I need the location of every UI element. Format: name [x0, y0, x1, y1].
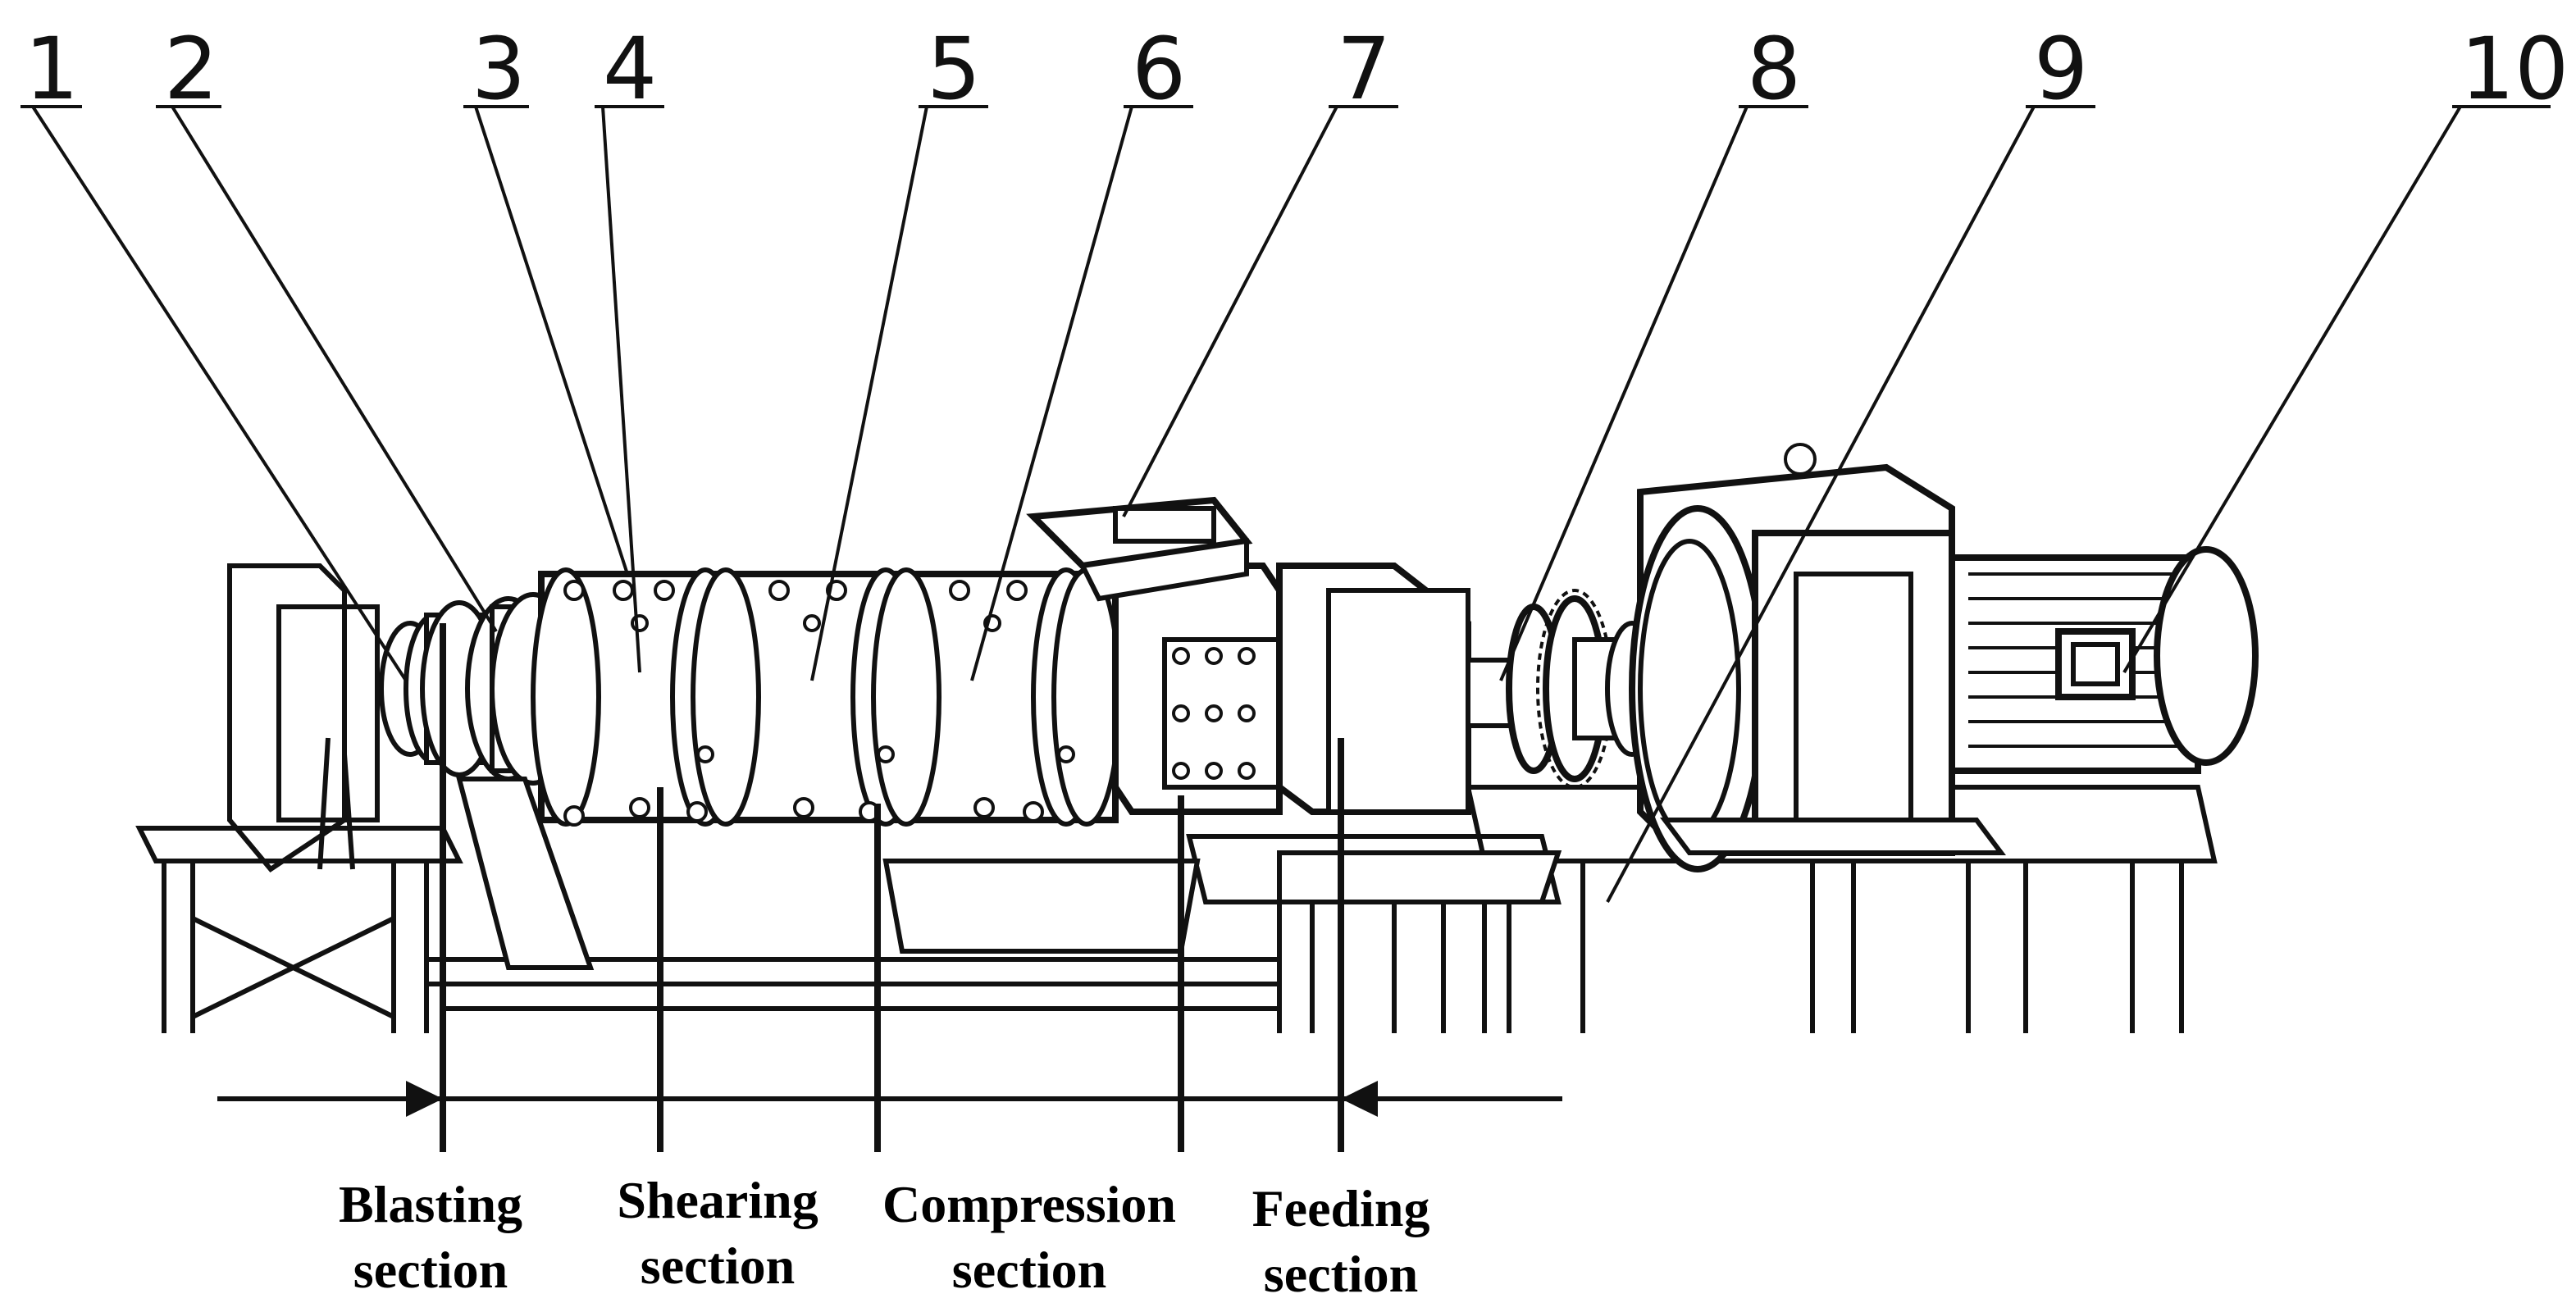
callout-4: 4 [595, 19, 664, 673]
end-plate [227, 563, 380, 872]
arrow-right-icon [406, 1081, 443, 1117]
callout-number: 7 [1337, 19, 1391, 119]
machine-drawing [135, 443, 2259, 1033]
gear-reducer [1629, 443, 2006, 872]
svg-text:Compression: Compression [882, 1175, 1176, 1233]
base-frame [135, 785, 2218, 1033]
callout-3: 3 [463, 19, 629, 575]
callout-number: 5 [927, 19, 981, 119]
callout-1: 1 [21, 19, 408, 682]
svg-text:section: section [353, 1241, 508, 1299]
callout-number: 3 [472, 19, 526, 119]
svg-text:Shearing: Shearing [617, 1171, 818, 1229]
callout-number: 8 [1747, 19, 1801, 119]
callout-number: 2 [164, 19, 218, 119]
arrow-left-icon [1341, 1081, 1378, 1117]
barrel [531, 567, 1122, 827]
svg-text:section: section [1264, 1245, 1418, 1303]
callout-10: 10 [2122, 19, 2569, 674]
callout-9: 9 [1606, 19, 2095, 903]
feeding-block [1026, 496, 1283, 815]
svg-text:Blasting: Blasting [339, 1175, 522, 1233]
section-labels: Blasting section Shearing section Compre… [339, 1171, 1429, 1303]
callout-number: 10 [2460, 19, 2569, 119]
callout-number: 1 [25, 19, 79, 119]
svg-text:Feeding: Feeding [1252, 1179, 1430, 1237]
callout-number: 6 [1132, 19, 1186, 119]
label-compression-section: Compression section [882, 1175, 1176, 1299]
svg-text:section: section [641, 1237, 795, 1295]
callouts: 1 2 3 4 5 6 7 [21, 19, 2569, 903]
section-span [217, 1081, 1562, 1117]
callout-8: 8 [1499, 19, 1808, 681]
svg-text:section: section [952, 1241, 1106, 1299]
bearing-housing [1276, 563, 1562, 904]
motor [1949, 546, 2259, 774]
callout-2: 2 [156, 19, 498, 633]
drive-shaft [1466, 589, 1659, 789]
callout-5: 5 [810, 19, 988, 681]
label-shearing-section: Shearing section [617, 1171, 818, 1295]
callout-number: 4 [603, 19, 657, 119]
callout-6: 6 [970, 19, 1193, 681]
section-dividers [440, 623, 1344, 1152]
label-blasting-section: Blasting section [339, 1175, 522, 1299]
label-feeding-section: Feeding section [1252, 1179, 1430, 1303]
callout-number: 9 [2034, 19, 2088, 119]
collection-tray [882, 859, 1201, 954]
callout-7: 7 [1122, 19, 1398, 517]
